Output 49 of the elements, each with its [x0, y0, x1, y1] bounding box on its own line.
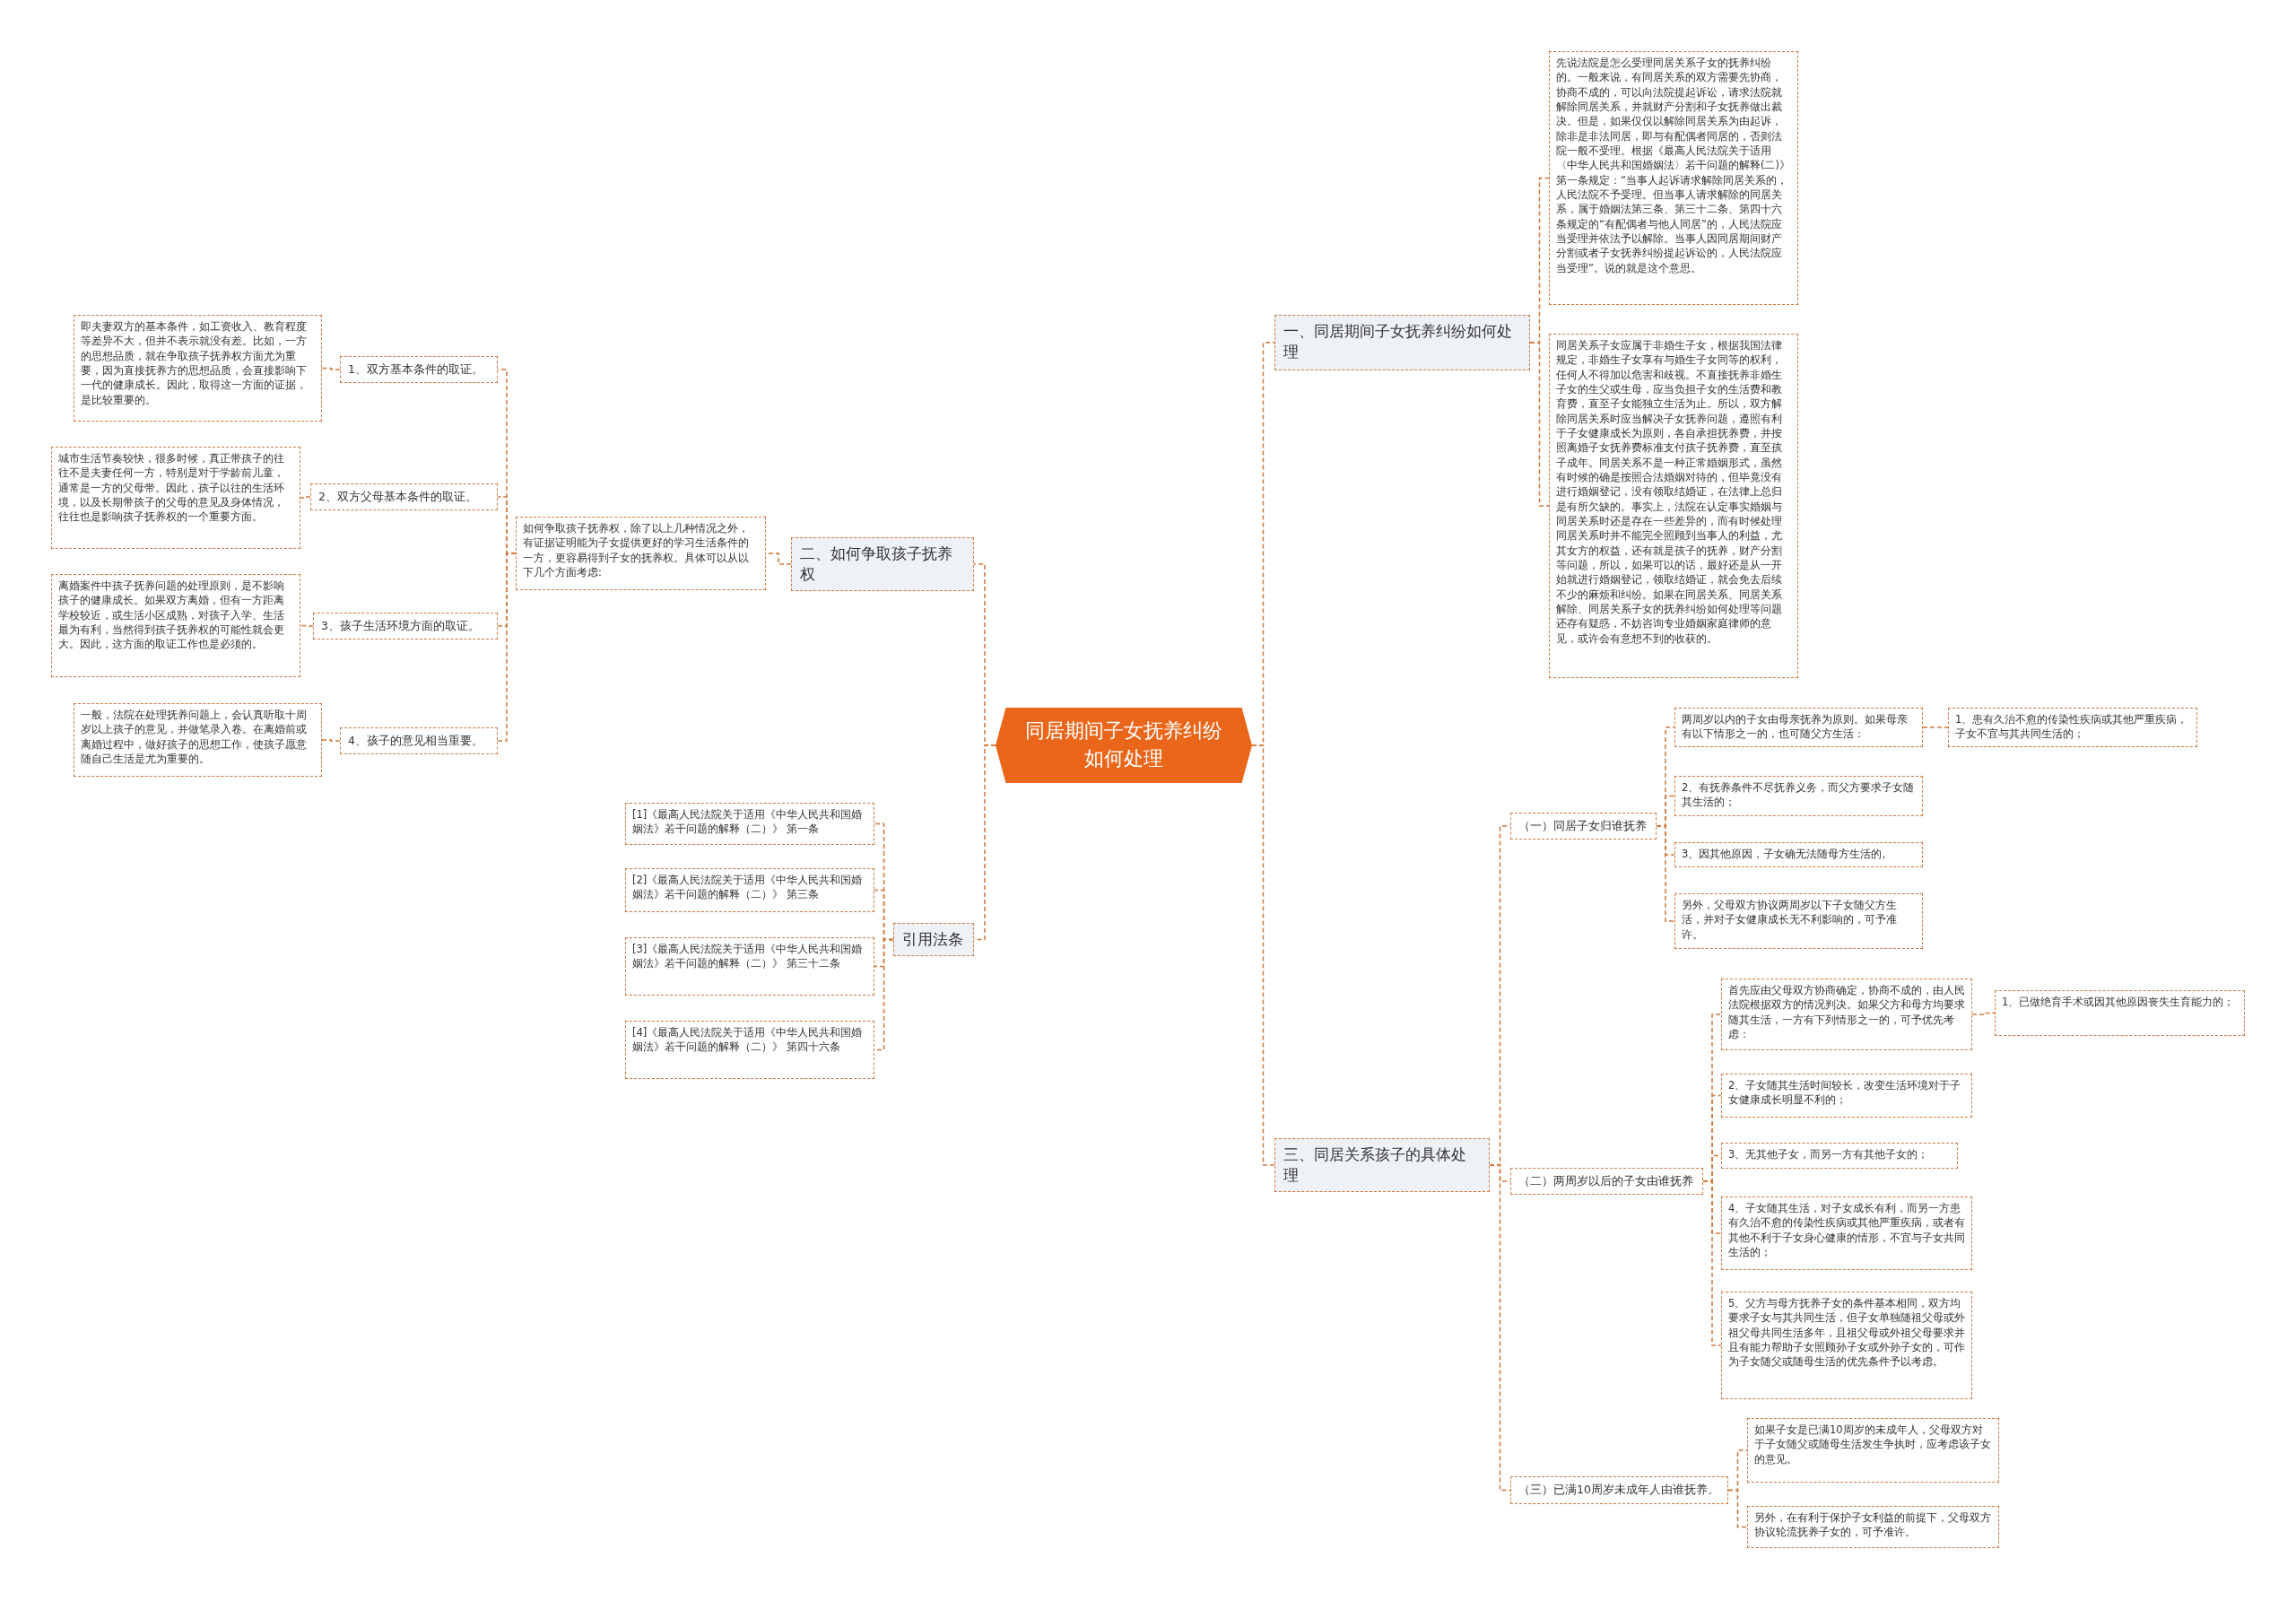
- note-box: 1、患有久治不愈的传染性疾病或其他严重疾病，子女不宜与其共同生活的；: [1948, 708, 2197, 747]
- branch-topic: 一、同居期间子女抚养纠纷如何处理: [1274, 315, 1530, 370]
- subtopic-box: 3、孩子生活环境方面的取证。: [313, 613, 498, 640]
- note-box: [2]《最高人民法院关于适用《中华人民共和国婚姻法》若干问题的解释（二）》 第三条: [625, 868, 874, 912]
- note-box: 即夫妻双方的基本条件，如工资收入、教育程度等差异不大，但并不表示就没有差。比如，一方的思想品质，就在争取孩子抚养权方面尤为重要，因为直接抚养方的思想品质，会直接影响下一代的健康成长。因此，取得这一方面的证据，是比较重要的。: [74, 315, 322, 422]
- connector-line: [1727, 1489, 1748, 1528]
- note-box: 如果子女是已满10周岁的未成年人，父母双方对于子女随父或随母生活发生争执时，应考虑该子女的意见。: [1747, 1418, 1999, 1483]
- note-box: 离婚案件中孩子抚养问题的处理原则，是不影响孩子的健康成长。如果双方离婚，但有一方距离学校较近，或生活小区成熟，对孩子入学、生活最为有利，当然得到孩子抚养权的可能性就会更大。因此，这方面的取证工作也是必须的。: [51, 574, 300, 677]
- connector-line: [1656, 825, 1675, 922]
- connector-line: [1922, 727, 1949, 728]
- branch-topic: 二、如何争取孩子抚养权: [791, 537, 974, 591]
- note-box: 2、有抚养条件不尽抚养义务，而父方要求子女随其生活的；: [1674, 776, 1923, 816]
- note-box: 4、子女随其生活，对子女成长有利，而另一方患有久治不愈的传染性疾病或其他严重疾病，或者有其他不利于子女身心健康的情形，不宜与子女共同生活的；: [1721, 1196, 1972, 1270]
- note-box: 一般，法院在处理抚养问题上，会认真听取十周岁以上孩子的意见，并做笔录入卷。在离婚前或离婚过程中，做好孩子的思想工作，使孩子愿意随自己生活是尤为重要的。: [74, 703, 322, 777]
- note-box: 另外，在有利于保护子女利益的前提下，父母双方协议轮流抚养子女的，可予准许。: [1747, 1506, 1999, 1548]
- connector-line: [1529, 342, 1550, 507]
- subtopic-box: 4、孩子的意见相当重要。: [340, 727, 498, 754]
- subtopic-box: （一）同居子女归谁抚养: [1510, 813, 1657, 840]
- subtopic-box: （三）已满10周岁未成年人由谁抚养。: [1510, 1476, 1728, 1504]
- note-box: 另外，父母双方协议两周岁以下子女随父方生活，并对子女健康成长无不利影响的，可予准许。: [1674, 893, 1923, 949]
- connector-line: [321, 739, 341, 742]
- note-box: 首先应由父母双方协商确定，协商不成的，由人民法院根据双方的情况判决。如果父方和母方均要求随其生活，一方有下列情形之一的，可予优先考虑：: [1721, 979, 1972, 1050]
- connector-line: [1702, 1180, 1722, 1346]
- branch-topic: 引用法条: [893, 923, 974, 956]
- connector-line: [1489, 1164, 1511, 1492]
- note-box: [3]《最高人民法院关于适用《中华人民共和国婚姻法》若干问题的解释（二）》 第三十二条: [625, 937, 874, 996]
- note-box: 2、子女随其生活时间较长，改变生活环境对于子女健康成长明显不利的；: [1721, 1074, 1972, 1118]
- branch-topic: 三、同居关系孩子的具体处理: [1274, 1138, 1490, 1192]
- note-box: 3、无其他子女，而另一方有其他子女的；: [1721, 1143, 1958, 1169]
- connector-line: [1971, 1012, 1996, 1015]
- connector-line: [321, 367, 341, 370]
- central-topic: 同居期间子女抚养纠纷如何处理: [996, 708, 1252, 783]
- connector-line: [497, 553, 517, 742]
- note-box: 1、已做绝育手术或因其他原因丧失生育能力的；: [1995, 990, 2245, 1036]
- note-box: [1]《最高人民法院关于适用《中华人民共和国婚姻法》若干问题的解释（二）》 第一条: [625, 803, 874, 845]
- note-box: 如何争取孩子抚养权，除了以上几种情况之外，有证据证明能为子女提供更好的学习生活条件的一方，更容易得到子女的抚养权。具体可以从以下几个方面考虑:: [516, 517, 766, 590]
- note-box: 先说法院是怎么受理同居关系子女的抚养纠纷的。一般来说，有同居关系的双方需要先协商，协商不成的，可以向法院提起诉讼，请求法院就解除同居关系，并就财产分割和子女抚养做出裁决。但是，如果仅仅以解除同居关系为由起诉，除非是非法同居，即与有配偶者同居的，否则法院一般不受理。根据《最高人民法院关于适用〈中华人民共和国婚姻法〉若干问题的解释(二)》第一条规定：“当事人起诉请求解除同居关系的，人民法院不予受理。但当事人请求解除的同居关系，属于婚姻法第三条、第三十二条、第四十六条规定的“有配偶者与他人同居”的，人民法院应当受理并依法予以解除。当事人因同居期间财产分割或者子女抚养纠纷提起诉讼的，人民法院应当受理”。说的就是这个意思。: [1549, 51, 1798, 305]
- connector-line: [1251, 744, 1275, 1166]
- note-box: 两周岁以内的子女由母亲抚养为原则。如果母亲有以下情形之一的，也可随父方生活：: [1674, 708, 1923, 747]
- subtopic-box: 1、双方基本条件的取证。: [340, 356, 498, 383]
- note-box: 3、因其他原因，子女确无法随母方生活的。: [1674, 842, 1923, 867]
- subtopic-box: 2、双方父母基本条件的取证。: [310, 483, 498, 510]
- note-box: 5、父方与母方抚养子女的条件基本相同，双方均要求子女与其共同生活，但子女单独随祖父母或外祖父母共同生活多年，且祖父母或外祖父母要求并且有能力帮助子女照顾孙子女或外孙子女的，可作为子女随父或随母生活的优先条件予以考虑。: [1721, 1292, 1972, 1399]
- connector-line: [300, 496, 311, 499]
- connector-line: [300, 624, 314, 627]
- note-box: 同居关系子女应属于非婚生子女，根据我国法律规定，非婚生子女享有与婚生子女同等的权利，任何人不得加以危害和歧视。不直接抚养非婚生子女的生父或生母，应当负担子女的生活费和教育费，直至子女能独立生活为止。所以，双方解除同居关系时应当解决子女抚养问题，遵照有利于子女健康成长为原则，各自承担抚养费，并按照离婚子女抚养费标准支付孩子抚养费，直至孩子成年。同居关系不是一种正常婚姻形式，虽然有时候的确是按照合法婚姻对待的，但毕竟没有进行婚姻登记，没有领取结婚证，在法律上总归是有所欠缺的。事实上，法院在认定事实婚姻与同居关系时还是存在一些差异的，而有时候处理同居关系时并不能完全照顾到当事人的利益，尤其女方的权益，还有就是孩子的抚养，财产分割等问题，所以，如果可以的话，最好还是从一开始就进行婚姻登记，领取结婚证，就会免去后续不少的麻烦和纠纷。如果在同居关系、同居关系解除、同居关系子女的抚养纠纷如何处理等问题还存有疑惑，不妨咨询专业婚姻家庭律师的意见，或许会有意想不到的收获的。: [1549, 334, 1798, 678]
- note-box: 城市生活节奏较快，很多时候，真正带孩子的往往不是夫妻任何一方，特别是对于学龄前儿童，通常是一方的父母带。因此，孩子以往的生活环境，以及长期带孩子的父母的意见及身体情况，往往也是影响孩子抚养权的一个重要方面。: [51, 447, 300, 549]
- note-box: [4]《最高人民法院关于适用《中华人民共和国婚姻法》若干问题的解释（二）》 第四十六条: [625, 1021, 874, 1079]
- subtopic-box: （二）两周岁以后的子女由谁抚养: [1510, 1168, 1703, 1195]
